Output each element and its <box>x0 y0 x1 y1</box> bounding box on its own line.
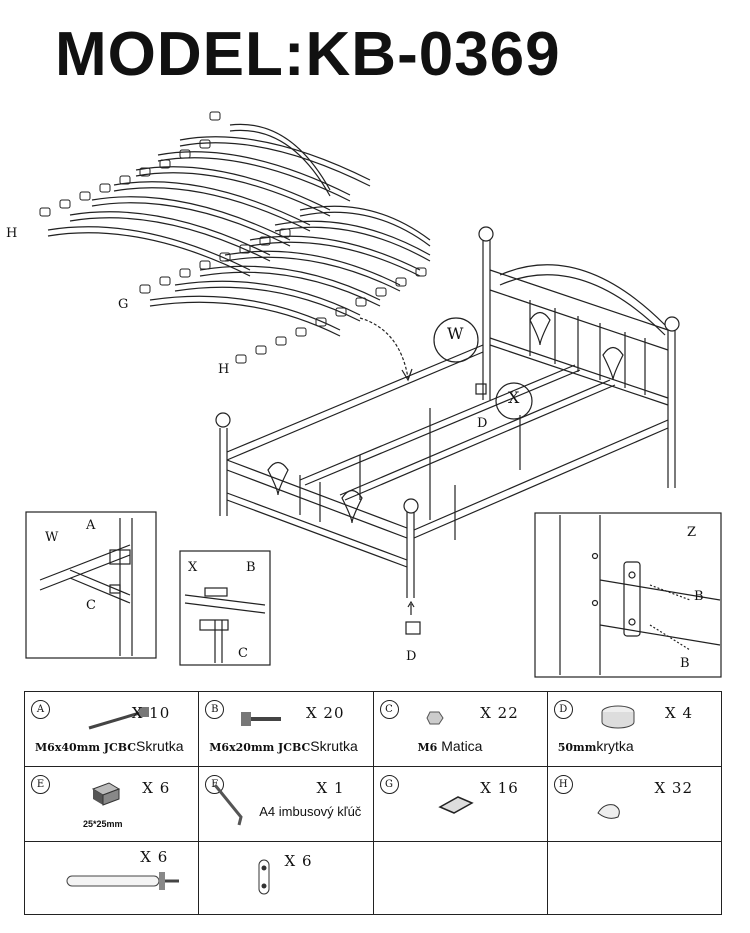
label-b-z1: B <box>694 589 704 604</box>
part-cell-b: B X 20 M6x20mm JCBCSkrutka <box>198 691 374 767</box>
part-qty: X 1 <box>316 779 345 797</box>
part-desc: M6 Matica <box>417 738 483 754</box>
bed-frame <box>215 226 680 598</box>
label-w-detail: W <box>45 530 59 545</box>
label-b-detail: B <box>246 560 256 575</box>
label-a-detail: A <box>86 518 96 533</box>
slat-holder-icon <box>437 796 474 814</box>
parts-table: A X 10 M6x40mm JCBCSkrutka B X 20 M6x20m… <box>23 691 723 915</box>
part-qty: X 6 <box>284 852 313 870</box>
bracket-plate-icon <box>258 859 270 895</box>
part-desc: M6x20mm JCBCSkrutka <box>209 738 358 754</box>
label-z: Z <box>687 525 697 540</box>
long-bolt-icon <box>88 707 149 730</box>
part-letter: B <box>205 700 225 719</box>
round-cap-icon <box>601 705 635 729</box>
nut-icon <box>425 711 444 725</box>
slat-cap-icon <box>597 804 620 819</box>
part-letter: D <box>553 700 573 719</box>
allen-key-icon <box>214 784 243 826</box>
part-cell-support-leg: X 6 <box>23 841 200 915</box>
part-letter: E <box>31 775 50 794</box>
part-letter: C <box>379 700 399 719</box>
part-qty: X 32 <box>654 779 693 797</box>
label-x-detail: X <box>188 560 198 575</box>
part-qty: X 16 <box>480 779 519 797</box>
part-qty: X 6 <box>140 848 169 866</box>
label-h-2: H <box>218 362 230 377</box>
part-cell-f: F X 1 A4 imbusový kľúč <box>198 766 374 842</box>
label-g: G <box>118 297 129 312</box>
label-x: X <box>508 388 520 407</box>
part-cell-g: G X 16 <box>372 766 548 842</box>
part-cell-d: D X 4 50mmkrytka <box>546 691 723 767</box>
label-c-detail-w: C <box>86 598 96 613</box>
label-h-1: H <box>6 226 18 241</box>
part-desc: 25*25mm <box>83 819 123 829</box>
assembly-illustration <box>25 111 722 678</box>
label-d-frame: D <box>477 416 488 431</box>
part-letter: F <box>205 775 225 794</box>
part-cell-a: A X 10 M6x40mm JCBCSkrutka <box>23 691 200 767</box>
part-letter: A <box>31 700 50 719</box>
part-cell-e: E X 6 25*25mm <box>23 766 200 842</box>
part-cell-empty-1 <box>372 841 548 915</box>
part-qty: X 20 <box>305 704 345 722</box>
part-qty: X 10 <box>131 704 171 722</box>
label-c-detail-x: C <box>238 646 248 661</box>
part-qty: X 4 <box>665 704 693 722</box>
label-d-leg: D <box>406 649 417 664</box>
part-cell-bracket-plate: X 6 <box>198 841 374 915</box>
part-letter: H <box>553 775 573 794</box>
detail-box-z <box>534 512 722 678</box>
slat-caps <box>39 111 427 364</box>
detail-box-x <box>179 550 271 666</box>
part-cell-empty-2 <box>546 841 723 915</box>
part-qty: X 22 <box>480 704 519 722</box>
part-qty: X 6 <box>142 779 171 797</box>
part-cell-c: C X 22 M6 Matica <box>372 691 548 767</box>
square-cap-icon <box>91 782 121 806</box>
short-bolt-icon <box>241 712 282 726</box>
label-b-z2: B <box>680 656 690 671</box>
model-title: MODEL:KB-0369 <box>55 20 561 89</box>
part-desc: A4 imbusový kľúč <box>259 804 362 819</box>
label-w: W <box>447 324 464 343</box>
support-leg-icon <box>66 872 179 890</box>
slats-group <box>47 123 431 337</box>
part-cell-h: H X 32 <box>546 766 723 842</box>
part-desc: M6x40mm JCBCSkrutka <box>35 738 184 754</box>
detail-box-w <box>25 511 157 659</box>
part-desc: 50mmkrytka <box>557 738 634 754</box>
part-letter: G <box>379 775 399 794</box>
